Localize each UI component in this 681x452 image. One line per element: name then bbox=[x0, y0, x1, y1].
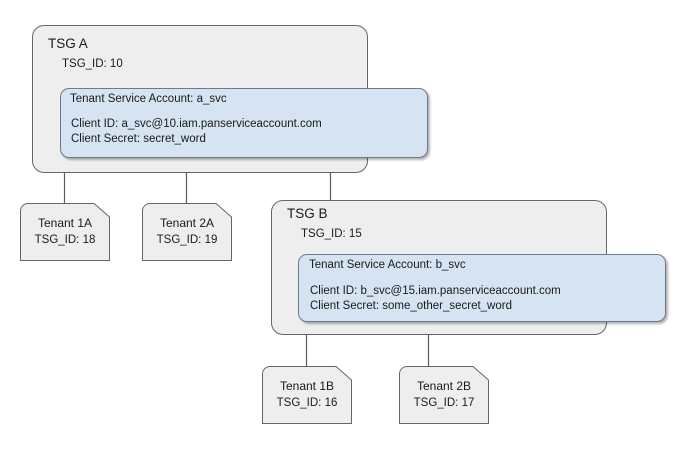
tsg-group-a-title: TSG A bbox=[48, 36, 88, 51]
tenant-box-1b[interactable]: Tenant 1B TSG_ID: 16 bbox=[262, 366, 352, 424]
tenant-box-2b[interactable]: Tenant 2B TSG_ID: 17 bbox=[399, 366, 489, 424]
tenant-2b-id: TSG_ID: 17 bbox=[413, 397, 475, 409]
service-account-a-client-secret: Client Secret: secret_word bbox=[71, 133, 206, 145]
service-account-b-heading: Tenant Service Account: b_svc bbox=[309, 259, 466, 271]
tenant-2b-name: Tenant 2B bbox=[416, 379, 472, 393]
tenant-2a-id: TSG_ID: 19 bbox=[156, 234, 218, 246]
tenant-note-shape bbox=[262, 366, 352, 424]
service-account-box-b[interactable] bbox=[298, 254, 666, 322]
service-account-a-client-id: Client ID: a_svc@10.iam.panserviceaccoun… bbox=[71, 118, 322, 130]
service-account-b-client-secret: Client Secret: some_other_secret_word bbox=[310, 300, 512, 312]
tenant-note-shape bbox=[142, 203, 232, 261]
tenant-1a-name: Tenant 1A bbox=[37, 216, 93, 230]
tenant-note-shape bbox=[399, 366, 489, 424]
tsg-group-b-title: TSG B bbox=[287, 206, 328, 221]
tenant-note-shape bbox=[20, 203, 110, 261]
tenant-box-2a[interactable]: Tenant 2A TSG_ID: 19 bbox=[142, 203, 232, 261]
tenant-1b-name: Tenant 1B bbox=[279, 379, 335, 393]
tsg-group-b-id: TSG_ID: 15 bbox=[301, 228, 362, 240]
service-account-box-a[interactable] bbox=[60, 88, 428, 158]
tenant-1a-id: TSG_ID: 18 bbox=[34, 234, 96, 246]
service-account-b-client-id: Client ID: b_svc@15.iam.panserviceaccoun… bbox=[310, 285, 561, 297]
tenant-1b-id: TSG_ID: 16 bbox=[276, 397, 338, 409]
tsg-group-a-id: TSG_ID: 10 bbox=[62, 58, 123, 70]
service-account-a-heading: Tenant Service Account: a_svc bbox=[70, 93, 227, 105]
tenant-box-1a[interactable]: Tenant 1A TSG_ID: 18 bbox=[20, 203, 110, 261]
tenant-2a-name: Tenant 2A bbox=[159, 216, 215, 230]
